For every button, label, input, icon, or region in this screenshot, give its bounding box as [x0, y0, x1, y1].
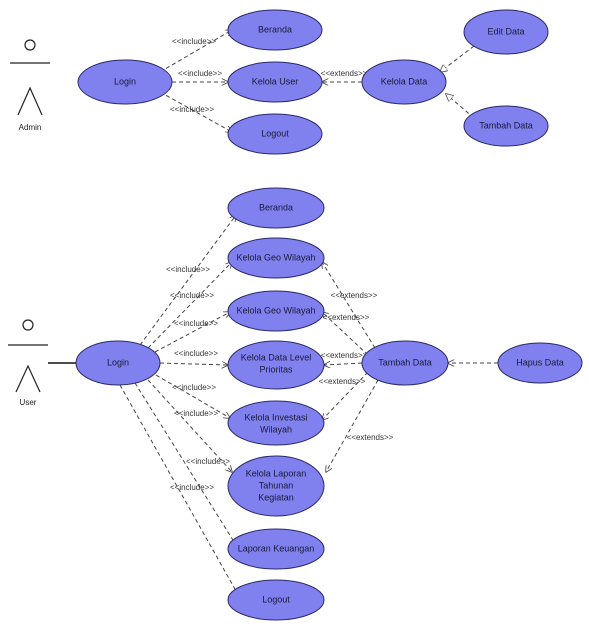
svg-text:Kelola Geo Wilayah: Kelola Geo Wilayah [236, 252, 315, 262]
uc-bottom-logout[interactable]: Logout [227, 579, 325, 621]
user-head [22, 319, 34, 331]
svg-text:Kelola Data: Kelola Data [381, 76, 428, 86]
svg-text:Laporan Keuangan: Laporan Keuangan [238, 543, 315, 553]
svg-text:Kegiatan: Kegiatan [258, 492, 294, 502]
rel-extends-top: <<extends>> [321, 69, 368, 78]
svg-text:Kelola Investasi: Kelola Investasi [244, 412, 307, 422]
rel-extends-b2: <<extends>> [323, 313, 370, 322]
uc-bottom-hapus-data[interactable]: Hapus Data [497, 342, 583, 384]
admin-actor: Admin [10, 39, 50, 132]
rel-include-1: <<include>> [172, 37, 216, 46]
rel-include-b2: <<include>> [170, 291, 214, 300]
user-legs [15, 364, 41, 393]
rel-include-b6: <<include>> [174, 409, 218, 418]
uc-bottom-laporan-keuangan[interactable]: Laporan Keuangan [227, 528, 325, 570]
svg-text:Kelola Data Level: Kelola Data Level [241, 352, 312, 362]
svg-text:Kelola Laporan: Kelola Laporan [246, 468, 307, 478]
svg-text:Beranda: Beranda [259, 202, 293, 212]
connector-edit-data [440, 45, 475, 72]
svg-text:Wilayah: Wilayah [260, 424, 292, 434]
user-actor: User [8, 319, 48, 407]
connector-login-geo-1 [147, 262, 232, 349]
top-connectors [159, 30, 475, 132]
svg-text:Logout: Logout [262, 594, 290, 604]
svg-text:Login: Login [107, 357, 129, 367]
svg-text:Logout: Logout [261, 128, 289, 138]
svg-text:Edit Data: Edit Data [487, 26, 524, 36]
rel-include-b3: <<include>> [174, 319, 218, 328]
rel-include-3: <<include>> [170, 105, 214, 114]
uc-top-kelola-user[interactable]: Kelola User [227, 61, 323, 103]
svg-text:Kelola Geo Wilayah: Kelola Geo Wilayah [236, 305, 315, 315]
svg-text:Login: Login [114, 76, 136, 86]
rel-include-b4: <<include>> [174, 349, 218, 358]
svg-text:Hapus Data: Hapus Data [516, 357, 564, 367]
connector-login-investasi [155, 374, 230, 418]
user-label: User [20, 398, 37, 407]
admin-legs [17, 86, 43, 116]
svg-text:Beranda: Beranda [258, 24, 292, 34]
uc-bottom-kelola-geo-1[interactable]: Kelola Geo Wilayah [227, 237, 325, 279]
bottom-connectors [119, 215, 498, 598]
uc-top-tambah-data[interactable]: Tambah Data [463, 105, 549, 147]
svg-text:Tambah Data: Tambah Data [479, 120, 533, 130]
rel-include-b7: <<include>> [186, 457, 230, 466]
connector-login-keuangan [134, 382, 236, 545]
uc-top-kelola-data[interactable]: Kelola Data [361, 59, 447, 105]
admin-label: Admin [19, 123, 42, 132]
connector-tambah-geo-2 [322, 312, 369, 356]
connector-tambah-data [446, 94, 475, 119]
admin-head [24, 39, 36, 51]
uc-top-logout[interactable]: Logout [227, 113, 323, 155]
rel-include-2: <<include>> [178, 69, 222, 78]
uc-bottom-kelola-geo-2[interactable]: Kelola Geo Wilayah [227, 290, 325, 332]
rel-extends-b4: <<extends>> [319, 377, 366, 386]
uc-top-edit-data[interactable]: Edit Data [463, 9, 549, 55]
uc-bottom-beranda[interactable]: Beranda [227, 187, 325, 229]
rel-extends-b1: <<extends>> [331, 291, 378, 300]
connector-login-level [159, 363, 228, 365]
uc-top-beranda[interactable]: Beranda [227, 9, 323, 51]
svg-text:Tambah Data: Tambah Data [378, 357, 432, 367]
uc-top-login[interactable]: Login [77, 59, 173, 105]
uc-bottom-login[interactable]: Login [75, 340, 161, 386]
rel-extends-b5: <<extends>> [347, 433, 394, 442]
rel-include-b8: <<include>> [170, 483, 214, 492]
svg-text:Prioritas: Prioritas [259, 364, 293, 374]
connector-login-logout-2 [119, 384, 240, 598]
uc-bottom-kelola-data-level[interactable]: Kelola Data Level Prioritas [227, 340, 325, 390]
connector-tambah-geo-1 [322, 262, 376, 349]
svg-text:Tahunan: Tahunan [259, 480, 294, 490]
uc-bottom-kelola-investasi[interactable]: Kelola Investasi Wilayah [227, 400, 325, 446]
rel-extends-b3: <<extends>> [321, 351, 368, 360]
rel-include-b5: <<include>> [172, 383, 216, 392]
connector-tambah-level [324, 363, 363, 365]
connector-tambah-laporan [326, 379, 379, 472]
connector-login-beranda-2 [139, 215, 236, 346]
rel-include-b1: <<include>> [166, 265, 210, 274]
uc-bottom-kelola-laporan[interactable]: Kelola Laporan Tahunan Kegiatan [227, 455, 325, 517]
uc-bottom-tambah-data[interactable]: Tambah Data [361, 340, 449, 386]
svg-text:Kelola User: Kelola User [252, 76, 299, 86]
connector-login-geo-2 [154, 312, 230, 353]
